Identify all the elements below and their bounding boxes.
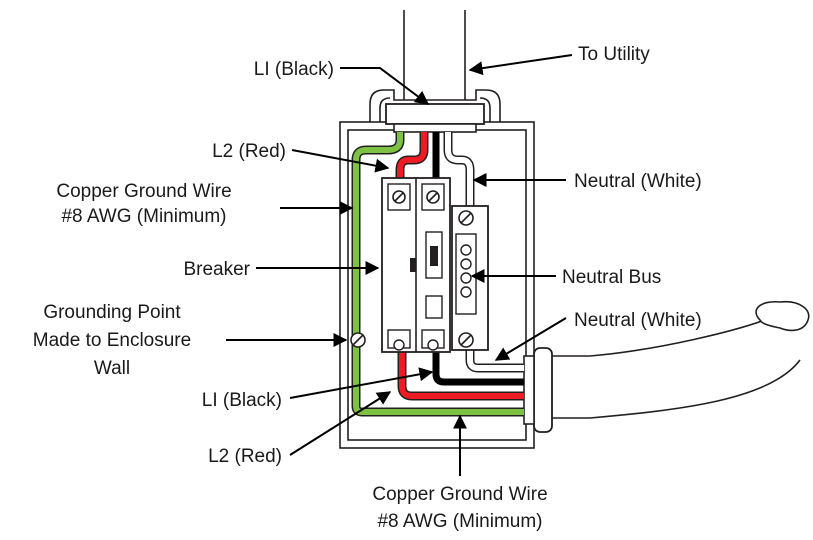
arrow-to-utility (468, 54, 573, 76)
arrow-l1-black-top (340, 67, 430, 105)
label-grounding-point-line2: Made to Enclosure (33, 330, 191, 351)
label-breaker: Breaker (183, 259, 250, 280)
utility-conduit (403, 10, 466, 100)
arrow-l2-red-bottom (289, 391, 392, 456)
label-l1-black-bottom: LI (Black) (202, 390, 282, 411)
arrow-l1-black-bottom (289, 367, 434, 399)
callout-arrows (226, 54, 573, 476)
label-grounding-point-line1: Grounding Point (43, 302, 181, 323)
label-copper-ground-bottom-line2: #8 AWG (Minimum) (377, 511, 542, 532)
enclosure (339, 89, 535, 449)
label-copper-ground-left-line2: #8 AWG (Minimum) (61, 206, 226, 227)
load-cable (523, 300, 810, 433)
l1-black-wire (432, 132, 524, 386)
breaker (381, 177, 451, 353)
label-l2-red-bottom: L2 (Red) (208, 446, 282, 467)
arrow-neutral-white-bottom (494, 317, 567, 361)
grounding-screw (350, 332, 366, 348)
label-grounding-point-line3: Wall (94, 358, 130, 379)
label-neutral-bus: Neutral Bus (562, 267, 661, 288)
label-l1-black-top: LI (Black) (254, 59, 334, 80)
l2-red-wire (395, 132, 524, 401)
label-to-utility: To Utility (578, 44, 650, 65)
label-copper-ground-bottom-line1: Copper Ground Wire (372, 484, 547, 505)
neutral-bus (451, 205, 489, 351)
label-neutral-white-top: Neutral (White) (574, 171, 702, 192)
label-neutral-white-bottom: Neutral (White) (574, 310, 702, 331)
label-copper-ground-left-line1: Copper Ground Wire (56, 181, 231, 202)
label-l2-red-top: L2 (Red) (212, 141, 286, 162)
ground-wire (351, 132, 524, 417)
arrow-l2-red-top (291, 149, 390, 173)
neutral-white-wire (443, 132, 524, 373)
